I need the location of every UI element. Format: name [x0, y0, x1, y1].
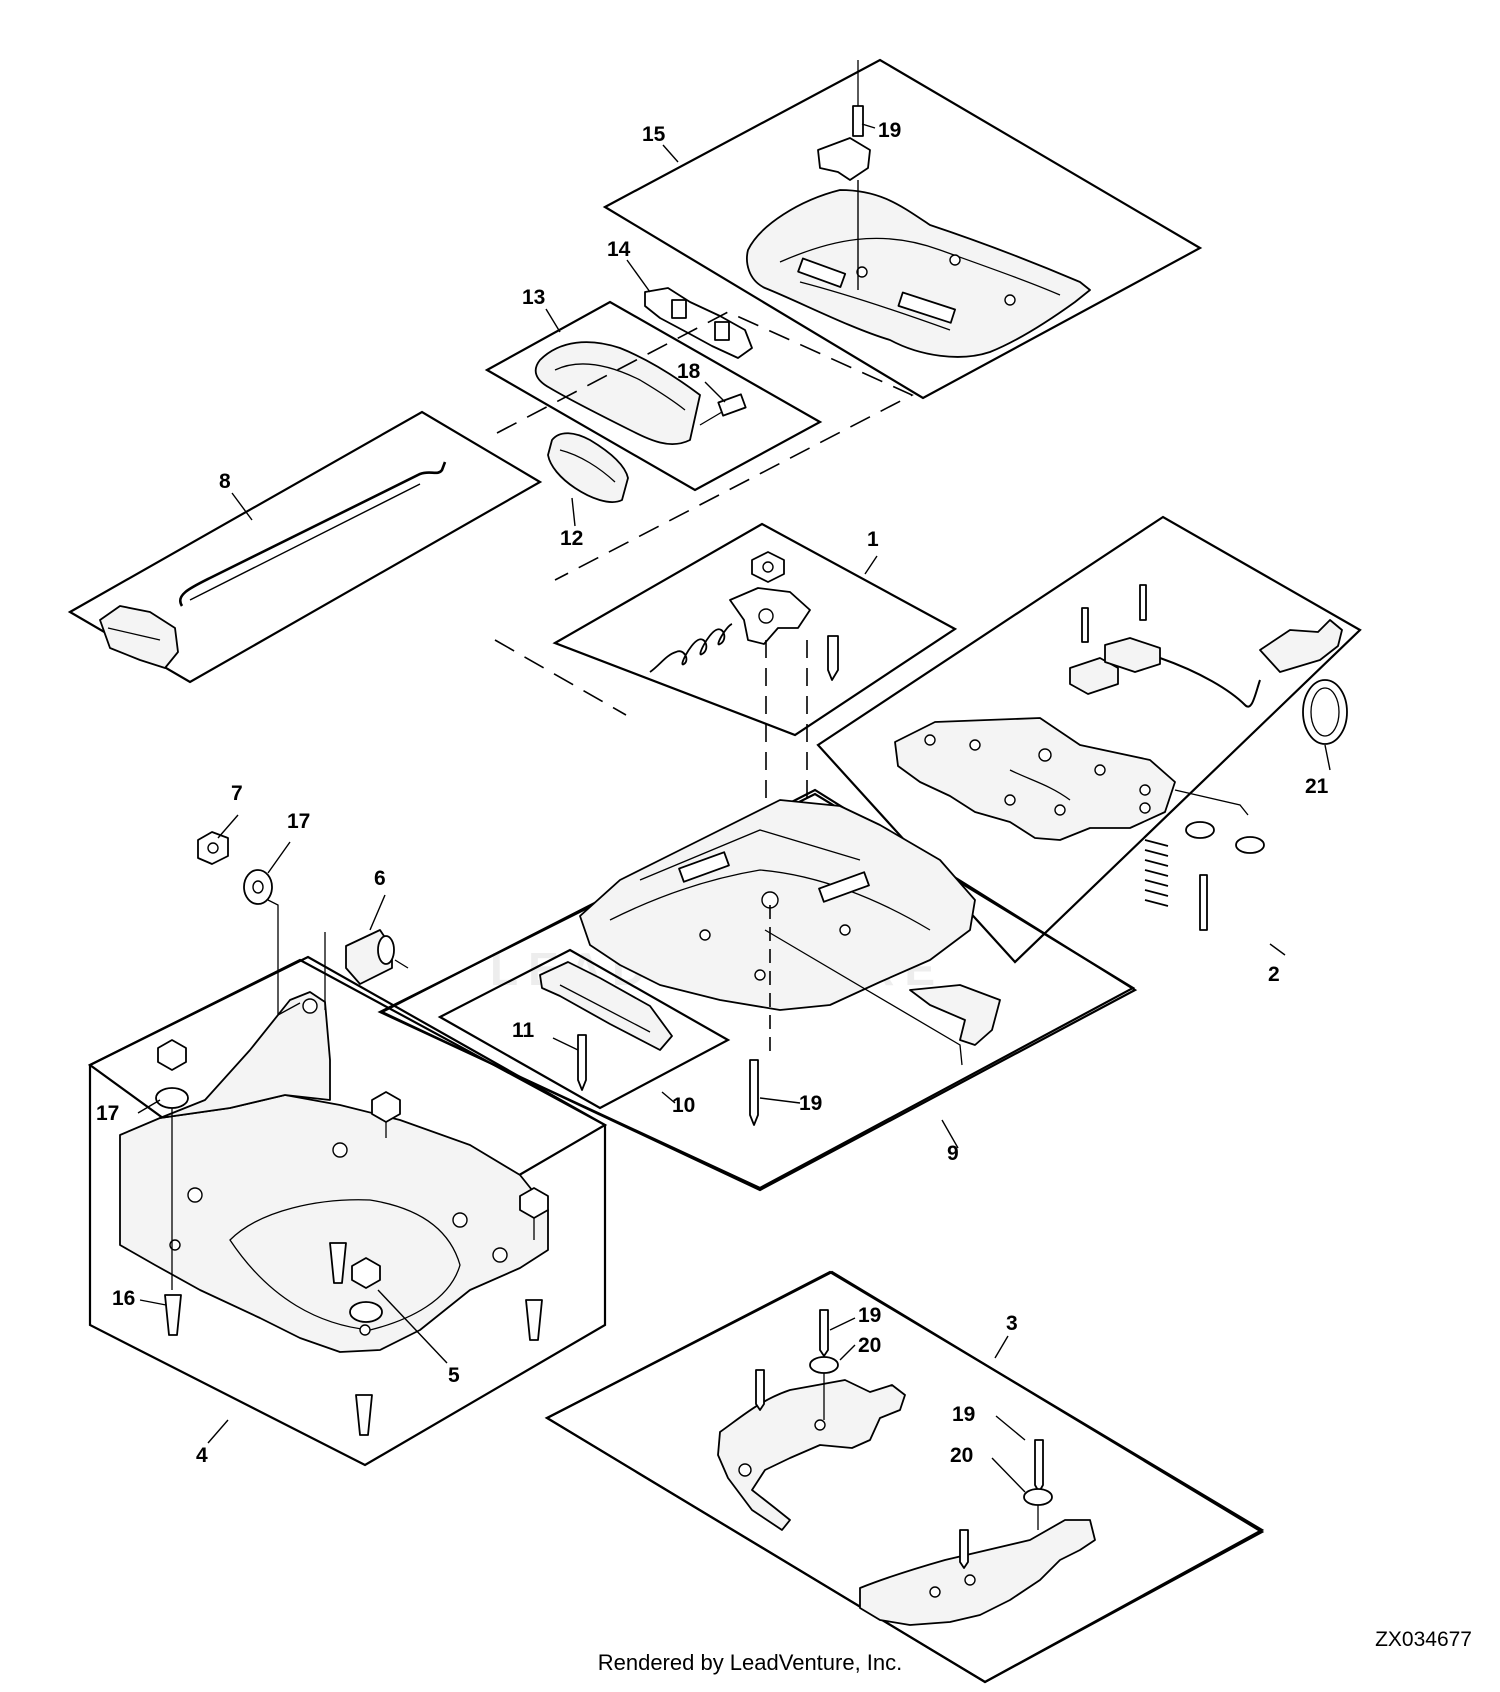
spring: [649, 623, 733, 673]
assembly-2-switch-plate: [816, 515, 1362, 964]
dashed-guide-lower: [494, 639, 627, 716]
callout-labels: 19 15 14 13 18 12 8 1 21 2 7 17 6 11 10 …: [96, 119, 1329, 1467]
stud-3d: [959, 1529, 969, 1569]
stud-3a: [755, 1369, 765, 1411]
release-handle: [99, 605, 179, 669]
callout-14: 14: [607, 238, 631, 261]
callout-15: 15: [642, 123, 666, 146]
callout-18: 18: [677, 360, 701, 383]
frame-13: [484, 300, 823, 492]
callout-19: 19: [878, 119, 901, 142]
assembly-8-release-rod: [67, 410, 543, 684]
nut-4a: [157, 1039, 187, 1071]
callout-21: 21: [1305, 775, 1329, 798]
callout-20-rail-left: 20: [858, 1334, 881, 1357]
callout-17-upper: 17: [287, 810, 310, 833]
callout-19-base: 19: [799, 1092, 822, 1115]
release-rod: [179, 461, 447, 607]
leader-lines: [137, 123, 1331, 1493]
seat-bracket: [817, 137, 871, 181]
washer-20b: [1023, 1488, 1053, 1506]
base-pan: [579, 799, 976, 1011]
callout-6: 6: [374, 867, 386, 890]
callout-11: 11: [512, 1019, 535, 1042]
callout-13: 13: [522, 286, 545, 309]
callout-5: 5: [448, 1364, 460, 1387]
callout-19-rail-right: 19: [952, 1403, 975, 1426]
switch-block: [1069, 657, 1119, 695]
screw-18: [717, 393, 747, 417]
bolt-16d: [355, 1394, 373, 1436]
assembly-15-seat-pan: [602, 58, 1203, 400]
frame-15: [602, 58, 1203, 400]
frame-1: [552, 522, 958, 737]
rail-right: [859, 1519, 1096, 1626]
stud-3c: [1034, 1439, 1044, 1493]
frame-10: [437, 948, 731, 1110]
bolt-16b: [329, 1242, 347, 1284]
bolt-1: [827, 635, 839, 681]
callout-9: 9: [947, 1142, 959, 1165]
callout-10: 10: [672, 1094, 695, 1117]
pivot-hardware: [197, 831, 409, 1017]
bolt-16c: [525, 1299, 543, 1341]
part-12-handle: [547, 432, 629, 503]
callout-12: 12: [560, 527, 583, 550]
rendered-by-credit: Rendered by LeadVenture, Inc.: [597, 1650, 903, 1675]
assembly-4-mount-plate: [87, 955, 608, 1467]
clamp-21: [1302, 679, 1348, 745]
nut-4c: [519, 1187, 549, 1219]
spring-2: [1144, 839, 1169, 907]
callout-8: 8: [219, 470, 231, 493]
harness-connector: [1259, 619, 1343, 673]
dashed-guide-upper: [496, 311, 914, 581]
washer-17b: [155, 1087, 189, 1109]
callout-7: 7: [231, 782, 243, 805]
bolt-19-base: [749, 1059, 759, 1126]
callout-16: 16: [112, 1287, 135, 1310]
mount-plate: [119, 1094, 549, 1353]
callout-19-rail-left: 19: [858, 1304, 881, 1327]
seat-pan-part: [746, 189, 1091, 358]
switch-plate: [894, 717, 1176, 841]
bolt-16a: [164, 1294, 182, 1336]
assembly-1-lever: [494, 522, 958, 900]
side-cover-part: [534, 341, 701, 445]
rail-left: [717, 1379, 906, 1531]
assembly-13-side-cover: [484, 300, 823, 492]
callout-20-rail-right: 20: [950, 1444, 973, 1467]
diagram-reference-code: ZX034677: [1375, 1628, 1472, 1651]
assembly-10-bracket: [437, 948, 731, 1110]
callout-17-lower: 17: [96, 1102, 119, 1125]
callout-2: 2: [1268, 963, 1280, 986]
nut-5: [351, 1257, 381, 1289]
callout-3: 3: [1006, 1312, 1018, 1335]
assembly-3-seat-rails: [544, 1270, 1265, 1684]
bolt-11: [577, 1034, 587, 1091]
nut-4b: [371, 1091, 401, 1123]
stud-3b: [819, 1309, 829, 1357]
washer-20a: [809, 1356, 839, 1374]
bracket-9: [909, 984, 1001, 1046]
callout-1: 1: [867, 528, 879, 551]
part-14-bracket: [644, 287, 753, 359]
washer-5: [349, 1301, 383, 1323]
sensor: [1104, 637, 1161, 673]
callout-4: 4: [196, 1444, 208, 1467]
assembly-9-base: [377, 788, 1138, 1192]
bolt-19-top: [852, 105, 864, 137]
bracket-10-part: [539, 961, 673, 1051]
